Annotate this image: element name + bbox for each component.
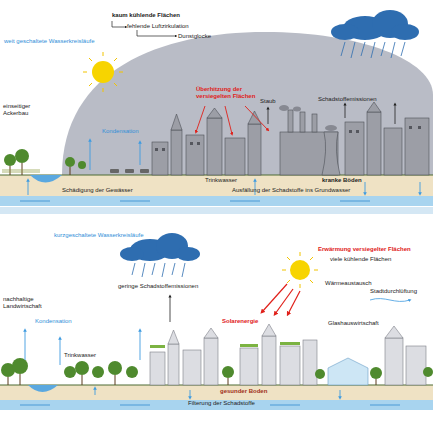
water-cycle-label: weit geschaltete Wasserkreisläufe xyxy=(4,38,94,45)
water-label: Trinkwasser xyxy=(64,352,96,359)
condensation-label: Kondensation xyxy=(35,318,72,325)
heat-label: Erwärmung versiegelter Flächen xyxy=(318,246,411,253)
solar-label: Solarenergie xyxy=(222,318,258,325)
groundwater-label: Filterung der Schadstoffe xyxy=(188,400,255,407)
condensation-label: Kondensation xyxy=(102,128,139,135)
note-label: kaum kühlende Flächen xyxy=(112,12,180,19)
water-cycle-label: kurzgeschaltete Wasserkreisläufe xyxy=(54,232,143,239)
emission-label: Schadstoffemissionen xyxy=(318,96,377,103)
note-label: fehlende Luftzirkulation xyxy=(127,23,189,30)
note-label: Glashauswirtschaft xyxy=(328,320,379,327)
farming-label: nachhaltige Landwirtschaft xyxy=(3,296,58,310)
farming-label: einseitiger Ackerbau xyxy=(3,103,45,117)
soil-label: gesunder Boden xyxy=(220,388,267,395)
heat-label: Überhitzung der versiegelten Flächen xyxy=(196,86,264,100)
emission-label: geringe Schadstoffemissionen xyxy=(118,283,198,290)
note-label: Dunstglocke xyxy=(178,33,211,40)
soil-label: kranke Böden xyxy=(322,177,362,184)
emission-label: Staub xyxy=(260,98,276,105)
note-label: viele kühlende Flächen xyxy=(330,256,391,263)
water-label: Trinkwasser xyxy=(205,177,237,184)
note-label: Stadtdurchlüftung xyxy=(370,288,417,295)
groundwater-label: Ausfällung der Schadstoffe ins Grundwass… xyxy=(232,187,350,194)
note-label: Wärmeaustausch xyxy=(325,280,372,287)
water-label: Schädigung der Gewässer xyxy=(62,187,133,194)
